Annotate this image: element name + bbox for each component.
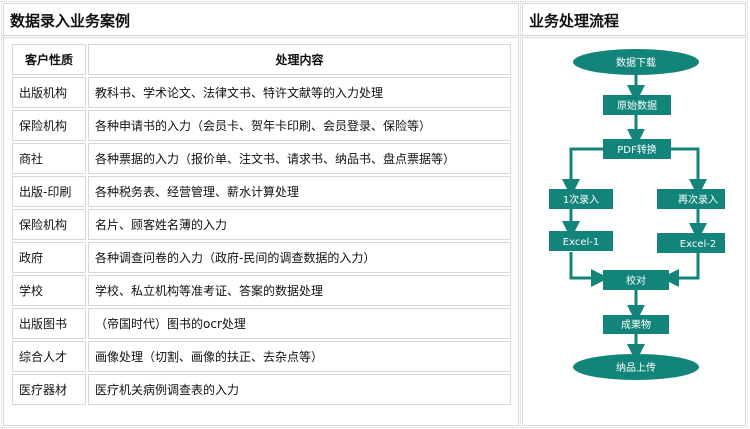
content-cell: 画像处理（切割、画像的扶正、去杂点等） xyxy=(88,341,511,372)
node-pdf-shape xyxy=(603,139,671,159)
content-cell: 教科书、学术论文、法律文书、特许文献等的入力处理 xyxy=(88,77,511,108)
client-type-cell: 医疗器材 xyxy=(12,374,86,405)
node-raw: 原始数据 xyxy=(617,99,657,112)
node-check-shape xyxy=(603,270,669,290)
node-excel2-shape xyxy=(657,233,725,253)
right-body: 数据下载 原始数据 PDF转换 1次录入 再次录入 Excel-1 Excel-… xyxy=(520,35,748,428)
left-body xyxy=(1,35,521,428)
node-excel2: Excel-2 xyxy=(680,239,716,250)
content-cell: 各种申请书的入力（会员卡、贺年卡印刷、会员登录、保险等） xyxy=(88,110,511,141)
table-row: 政府各种调查问卷的入力（政府-民间的调查数据的入力） xyxy=(12,242,511,273)
client-type-cell: 商社 xyxy=(12,143,86,174)
table-row: 保险机构各种申请书的入力（会员卡、贺年卡印刷、会员登录、保险等） xyxy=(12,110,511,141)
table-row: 保险机构名片、顾客姓名薄的入力 xyxy=(12,209,511,240)
node-excel1-shape xyxy=(549,231,613,251)
node-excel1: Excel-1 xyxy=(563,237,599,248)
client-type-cell: 出版图书 xyxy=(12,308,86,339)
flowchart: 数据下载 原始数据 PDF转换 1次录入 再次录入 Excel-1 Excel-… xyxy=(549,49,725,380)
node-raw-shape xyxy=(603,95,671,115)
table-row: 综合人才画像处理（切割、画像的扶正、去杂点等） xyxy=(12,341,511,372)
node-pdf: PDF转换 xyxy=(617,143,656,156)
table-row: 出版-印刷各种税务表、经营管理、薪水计算处理 xyxy=(12,176,511,207)
cases-table: 客户性质 处理内容 出版机构教科书、学术论文、法律文书、特许文献等的入力处理保险… xyxy=(10,42,513,407)
node-result-shape xyxy=(603,315,669,334)
node-upload-shape xyxy=(573,354,699,380)
client-type-cell: 出版-印刷 xyxy=(12,176,86,207)
left-header: 数据录入业务案例 xyxy=(1,1,521,38)
right-header: 业务处理流程 xyxy=(520,1,748,38)
header-content: 处理内容 xyxy=(88,44,511,75)
client-type-cell: 保险机构 xyxy=(12,209,86,240)
content-cell: 名片、顾客姓名薄的入力 xyxy=(88,209,511,240)
table-row: 医疗器材医疗机关病例调查表的入力 xyxy=(12,374,511,405)
content-cell: 各种调查问卷的入力（政府-民间的调查数据的入力） xyxy=(88,242,511,273)
content-cell: 学校、私立机构等准考证、答案的数据处理 xyxy=(88,275,511,306)
client-type-cell: 综合人才 xyxy=(12,341,86,372)
content-cell: 各种税务表、经营管理、薪水计算处理 xyxy=(88,176,511,207)
table-row: 商社各种票据的入力（报价单、注文书、请求书、纳品书、盘点票据等） xyxy=(12,143,511,174)
content-cell: 医疗机关病例调查表的入力 xyxy=(88,374,511,405)
node-check: 校对 xyxy=(626,274,646,287)
table-header-row: 客户性质 处理内容 xyxy=(12,44,511,75)
left-title: 数据录入业务案例 xyxy=(10,12,131,30)
node-download: 数据下载 xyxy=(616,56,656,69)
client-type-cell: 出版机构 xyxy=(12,77,86,108)
content-cell: （帝国时代）图书的ocr处理 xyxy=(88,308,511,339)
client-type-cell: 学校 xyxy=(12,275,86,306)
header-client-type: 客户性质 xyxy=(12,44,86,75)
node-first-shape xyxy=(549,189,613,209)
table-row: 出版机构教科书、学术论文、法律文书、特许文献等的入力处理 xyxy=(12,77,511,108)
table-row: 学校学校、私立机构等准考证、答案的数据处理 xyxy=(12,275,511,306)
node-upload: 纳品上传 xyxy=(616,361,656,374)
node-result: 成果物 xyxy=(621,318,651,331)
client-type-cell: 政府 xyxy=(12,242,86,273)
content-cell: 各种票据的入力（报价单、注文书、请求书、纳品书、盘点票据等） xyxy=(88,143,511,174)
table-row: 出版图书（帝国时代）图书的ocr处理 xyxy=(12,308,511,339)
right-title: 业务处理流程 xyxy=(529,12,620,30)
node-download-shape xyxy=(573,49,699,75)
client-type-cell: 保险机构 xyxy=(12,110,86,141)
node-second: 再次录入 xyxy=(678,193,718,206)
node-second-shape xyxy=(657,189,725,209)
node-first: 1次录入 xyxy=(563,193,599,206)
